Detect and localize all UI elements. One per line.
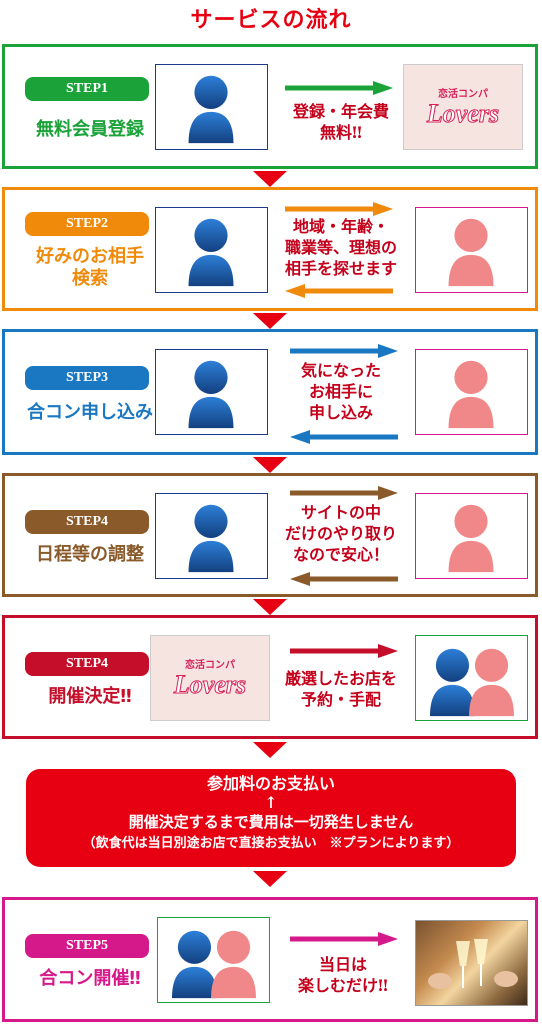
step1-pill: STEP1	[25, 77, 149, 101]
down-arrow-icon	[253, 313, 287, 329]
couple-icon	[429, 648, 514, 717]
left-arrow-icon	[290, 430, 398, 444]
step1-male-frame	[155, 64, 268, 150]
step2-pill: STEP2	[25, 212, 149, 236]
step3-male-frame	[155, 349, 268, 435]
female-person-icon	[448, 360, 494, 429]
down-arrow-icon	[253, 871, 287, 887]
step4b-pill: STEP4	[25, 652, 149, 676]
right-arrow-icon	[290, 932, 398, 946]
left-arrow-icon	[285, 284, 393, 298]
payment-subnote: （飲食代は当日別途お店で直接お支払い ※プランによります）	[82, 836, 460, 851]
step4-lovers-logo: 恋活コンパ Lovers	[150, 635, 270, 721]
step3-female-frame	[415, 349, 528, 435]
step2-female-frame	[415, 207, 528, 293]
down-arrow-icon	[253, 171, 287, 187]
step1-box: STEP1 無料会員登録 登録・年会費 無料‼ 恋活コンパ Lovers	[2, 44, 538, 169]
step2-message: 地域・年齢・ 職業等、理想の 相手を探せます	[284, 217, 397, 278]
step3-box: STEP3 合コン申し込み 気になった お相手に 申し込み	[2, 329, 538, 455]
left-arrow-icon	[290, 572, 398, 586]
right-arrow-icon	[290, 486, 398, 500]
step4-schedule-box: STEP4 日程等の調整 サイトの中 だけのやり取り なので安心！	[2, 473, 538, 597]
step2-box: STEP2 好みのお相手 検索 地域・年齢・ 職業等、理想の 相手を探せます	[2, 187, 538, 311]
step4-message: サイトの中 だけのやり取り なので安心！	[284, 503, 397, 564]
logo-main: Lovers	[426, 99, 500, 129]
logo-sub: 恋活コンパ	[438, 89, 488, 100]
step4-label: 日程等の調整	[36, 544, 144, 565]
step5-label: 合コン開催‼	[39, 968, 141, 989]
down-arrow-icon	[253, 742, 287, 758]
step3-message: 気になった お相手に 申し込み	[300, 361, 381, 422]
logo-sub: 恋活コンパ	[185, 660, 235, 671]
male-person-icon	[188, 218, 234, 287]
down-arrow-icon	[253, 457, 287, 473]
right-arrow-icon	[285, 81, 393, 95]
right-arrow-icon	[290, 644, 398, 658]
step3-label: 合コン申し込み	[27, 402, 153, 423]
step5-couple-frame	[157, 917, 270, 1003]
step5-message: 当日は 楽しむだけ‼	[297, 955, 389, 995]
right-arrow-icon	[290, 344, 398, 358]
step4b-label: 開催決定‼	[48, 686, 132, 707]
step4-decided-box: STEP4 開催決定‼ 恋活コンパ Lovers 厳選したお店を 予約・手配	[2, 615, 538, 739]
step4-female-frame	[415, 493, 528, 579]
payment-note: 開催決定するまで費用は一切発生しません	[128, 813, 414, 831]
step2-label: 好みのお相手 検索	[36, 246, 144, 289]
logo-main: Lovers	[173, 670, 247, 700]
step1-lovers-logo: 恋活コンパ Lovers	[403, 64, 523, 150]
step5-box: STEP5 合コン開催‼ 当日は 楽しむだけ‼	[2, 897, 538, 1022]
step3-pill: STEP3	[25, 366, 149, 390]
page-title: サービスの流れ	[190, 8, 352, 33]
payment-title: 参加料のお支払い	[206, 774, 335, 793]
female-person-icon	[448, 504, 494, 573]
step4-couple-frame	[415, 635, 528, 721]
payment-arrow: ↑	[264, 793, 278, 812]
toast-photo	[415, 920, 528, 1006]
male-person-icon	[188, 75, 234, 144]
step2-male-frame	[155, 207, 268, 293]
female-person-icon	[448, 218, 494, 287]
step1-label: 無料会員登録	[36, 119, 144, 140]
right-arrow-icon	[285, 202, 393, 216]
champagne-glasses-icon	[428, 939, 518, 989]
step4b-message: 厳選したお店を 予約・手配	[284, 669, 397, 709]
down-arrow-icon	[253, 599, 287, 615]
step5-pill: STEP5	[25, 934, 149, 958]
male-person-icon	[188, 360, 234, 429]
step4-pill: STEP4	[25, 510, 149, 534]
payment-banner: 参加料のお支払い ↑ 開催決定するまで費用は一切発生しません （飲食代は当日別途…	[26, 769, 516, 867]
step4-male-frame	[155, 493, 268, 579]
step1-message: 登録・年会費 無料‼	[292, 102, 389, 142]
male-person-icon	[188, 504, 234, 573]
couple-icon	[171, 930, 256, 999]
